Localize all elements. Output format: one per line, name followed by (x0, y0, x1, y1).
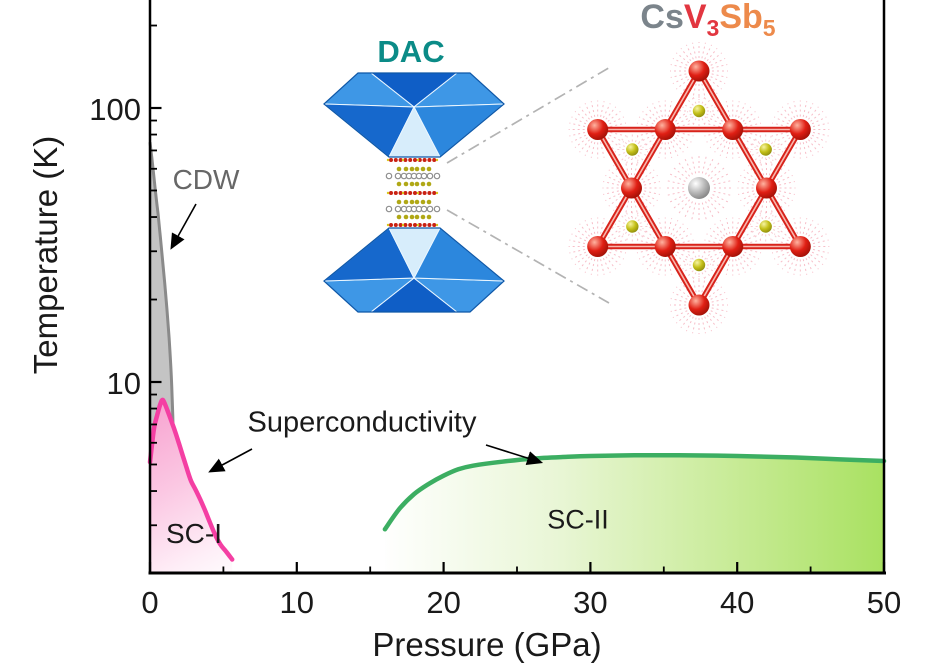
x-tick-label: 10 (279, 585, 315, 620)
x-tick-label: 0 (141, 585, 159, 620)
sc2-region-label: SC-II (547, 504, 609, 535)
y-axis-title: Temperature (K) (27, 135, 64, 375)
y-tick-label: 10 (106, 366, 141, 401)
diamond-anvil-cell-icon (322, 65, 613, 313)
cdw-region-label: CDW (172, 164, 240, 195)
x-axis-title: Pressure (GPa) (372, 626, 602, 663)
x-tick-label: 30 (573, 585, 608, 620)
superconductivity-label: Superconductivity (247, 406, 477, 439)
sc1-region-label: SC-I (166, 518, 222, 549)
dac-label: DAC (377, 34, 445, 69)
axes (148, 0, 886, 575)
phase-regions (147, 142, 887, 574)
formula-v-sub: 3 (706, 14, 720, 41)
x-tick-label: 40 (719, 585, 755, 620)
y-tick-label: 100 (89, 92, 141, 127)
formula-v: V (683, 0, 707, 37)
kagome-lattice-icon (568, 42, 830, 334)
formula-label: CsV3Sb5 (640, 0, 775, 42)
formula-sb: Sb (719, 0, 763, 37)
x-tick-label: 50 (866, 585, 902, 620)
annotation-arrows (170, 203, 544, 473)
formula-cs: Cs (640, 0, 684, 37)
x-tick-label: 20 (426, 585, 461, 620)
formula-sb-sub: 5 (762, 14, 776, 41)
